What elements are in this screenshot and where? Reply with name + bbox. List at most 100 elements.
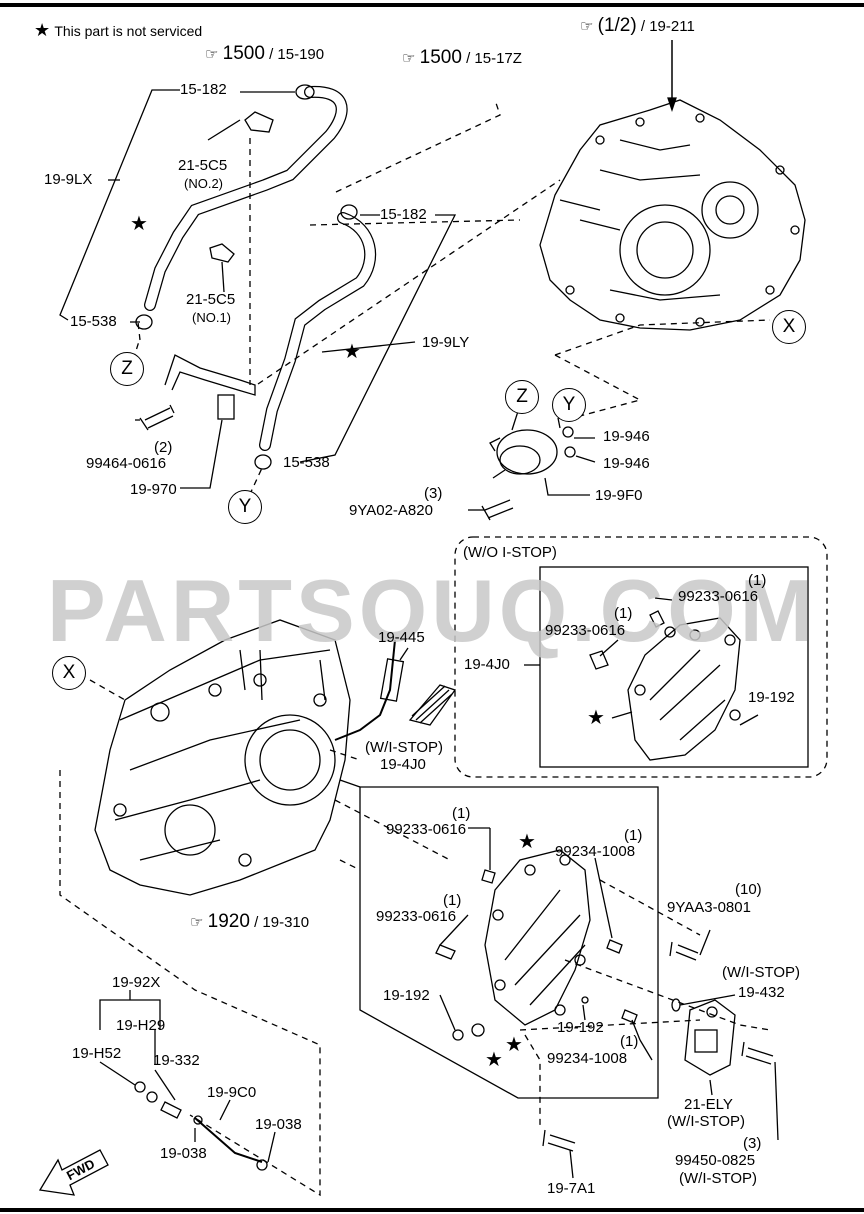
part-19-445[interactable]: 19-445 — [378, 629, 425, 646]
watermark: PARTSOUQ.COM — [47, 561, 817, 660]
part-99233-0616-a[interactable]: 99233-0616 — [678, 588, 759, 605]
star-icon: ★ — [130, 213, 148, 235]
hose-clip-no1 — [209, 243, 235, 263]
part-19-4j0-a[interactable]: 19-4J0 — [464, 656, 510, 673]
part-15-538-b[interactable]: 15-538 — [283, 454, 330, 471]
union-19-332 — [160, 1101, 182, 1119]
part-19-038-a[interactable]: 19-038 — [255, 1116, 302, 1133]
part-note-no2: (NO.2) — [184, 176, 223, 191]
part-19-9c0[interactable]: 19-9C0 — [207, 1084, 257, 1101]
part-19-9lx[interactable]: 19-9LX — [44, 171, 93, 188]
part-19-332[interactable]: 19-332 — [153, 1052, 200, 1069]
oring-19-h52 — [134, 1081, 146, 1093]
book-icon: ☞ — [205, 46, 219, 63]
star-icon: ★ — [518, 831, 536, 853]
cover-wi-istop — [484, 849, 591, 1026]
qty-1-b: (1) — [614, 605, 633, 622]
part-19-4j0-b[interactable]: 19-4J0 — [380, 756, 426, 773]
cover-wo-istop — [627, 617, 741, 761]
part-99233-0616-c[interactable]: 99233-0616 — [386, 821, 467, 838]
part-19-9f0[interactable]: 19-9F0 — [595, 487, 643, 504]
ref-1920-19-310[interactable]: ☞ 1920 / 19-310 — [190, 911, 310, 932]
part-99234-1008-b[interactable]: 99234-1008 — [547, 1050, 628, 1067]
part-15-182-b[interactable]: 15-182 — [380, 206, 427, 223]
part-99233-0616-b[interactable]: 99233-0616 — [545, 622, 626, 639]
bolt-99464 — [139, 404, 175, 431]
wi-istop-frame — [359, 786, 659, 1099]
part-99233-0616-d[interactable]: 99233-0616 — [376, 908, 457, 925]
part-9ya02-a820[interactable]: 9YA02-A820 — [349, 502, 433, 519]
oil-cooler — [481, 426, 590, 521]
star-icon: ★ — [505, 1034, 523, 1056]
part-99234-1008-a[interactable]: 99234-1008 — [555, 843, 636, 860]
ref-1500-15-17z[interactable]: ☞ 1500 / 15-17Z — [402, 47, 522, 68]
hose-19-9lx — [144, 85, 348, 311]
part-19-h52[interactable]: 19-H52 — [72, 1045, 122, 1062]
dowel-wo-b — [649, 610, 665, 628]
qty-2: (2) — [154, 439, 173, 456]
bracket-19-970 — [164, 354, 256, 396]
part-19-946-b[interactable]: 19-946 — [603, 455, 650, 472]
qty-1-e: (1) — [443, 892, 462, 909]
part-19-92x[interactable]: 19-92X — [112, 974, 161, 991]
callout-z-right: Z — [505, 380, 539, 414]
book-icon: ☞ — [580, 18, 594, 35]
fwd-arrow — [38, 1149, 109, 1196]
qty-1-c: (1) — [452, 805, 471, 822]
part-19-946-a[interactable]: 19-946 — [603, 428, 650, 445]
callout-x-top: X — [772, 310, 806, 344]
qty-3-b: (3) — [743, 1135, 762, 1152]
pipe-19-9c0 — [194, 1117, 263, 1163]
transaxle-case-top — [539, 99, 806, 331]
qty-1-d: (1) — [624, 827, 643, 844]
bolt-99450 — [741, 1041, 774, 1065]
clamp-15-182b — [340, 204, 358, 220]
bolt-19-7a1 — [542, 1129, 576, 1152]
part-15-538-a[interactable]: 15-538 — [70, 313, 117, 330]
part-21-ely[interactable]: 21-ELY — [684, 1096, 733, 1113]
book-icon: ☞ — [190, 914, 204, 931]
part-15-182-a[interactable]: 15-182 — [180, 81, 227, 98]
book-icon: ☞ — [402, 50, 416, 67]
part-99464-0616[interactable]: 99464-0616 — [86, 455, 167, 472]
part-21-5c5-b[interactable]: 21-5C5 — [186, 291, 236, 308]
ref-1500-15-190[interactable]: ☞ 1500 / 15-190 — [205, 43, 325, 64]
filter-19-h29 — [146, 1091, 158, 1103]
part-19-192-c[interactable]: 19-192 — [557, 1019, 604, 1036]
bracket-plate — [217, 394, 235, 420]
qty-1-f: (1) — [620, 1033, 639, 1050]
star-icon: ★ — [587, 707, 605, 729]
sensor-21-ely — [671, 998, 736, 1076]
callout-z-left: Z — [110, 352, 144, 386]
part-21-5c5-a[interactable]: 21-5C5 — [178, 157, 228, 174]
part-9yaa3-0801[interactable]: 9YAA3-0801 — [667, 899, 751, 916]
qty-3-a: (3) — [424, 485, 443, 502]
part-note-no1: (NO.1) — [192, 310, 231, 325]
wi-istop-note-c: (W/I-STOP) — [667, 1113, 746, 1130]
part-19-192-b[interactable]: 19-192 — [383, 987, 430, 1004]
star-icon: ★ — [34, 20, 51, 40]
part-19-192-a[interactable]: 19-192 — [748, 689, 795, 706]
part-19-h29[interactable]: 19-H29 — [116, 1017, 166, 1034]
part-19-970[interactable]: 19-970 — [130, 481, 177, 498]
clamp-15-182a — [295, 84, 315, 100]
hose-clip-no2 — [244, 111, 274, 133]
part-19-038-b[interactable]: 19-038 — [160, 1145, 207, 1162]
wire-19-445 — [334, 639, 396, 741]
wi-istop-note-b: (W/I-STOP) — [722, 964, 801, 981]
part-19-9ly[interactable]: 19-9LY — [422, 334, 470, 351]
wo-istop-title: (W/O I-STOP) — [463, 544, 557, 561]
part-99450-0825[interactable]: 99450-0825 — [675, 1152, 756, 1169]
wi-istop-title: (W/I-STOP) — [365, 739, 444, 756]
clamp-15-538b — [254, 454, 272, 470]
wo-istop-inner — [539, 566, 809, 768]
callout-x-main: X — [52, 656, 86, 690]
star-icon: ★ — [485, 1049, 503, 1071]
bolt-9yaa3 — [669, 941, 699, 961]
transaxle-case-main — [94, 619, 351, 896]
ref-1-2-19-211[interactable]: ☞ (1/2) / 19-211 — [580, 15, 695, 36]
part-19-432[interactable]: 19-432 — [738, 984, 785, 1001]
part-19-7a1[interactable]: 19-7A1 — [547, 1180, 596, 1197]
callout-y-left: Y — [228, 490, 262, 524]
